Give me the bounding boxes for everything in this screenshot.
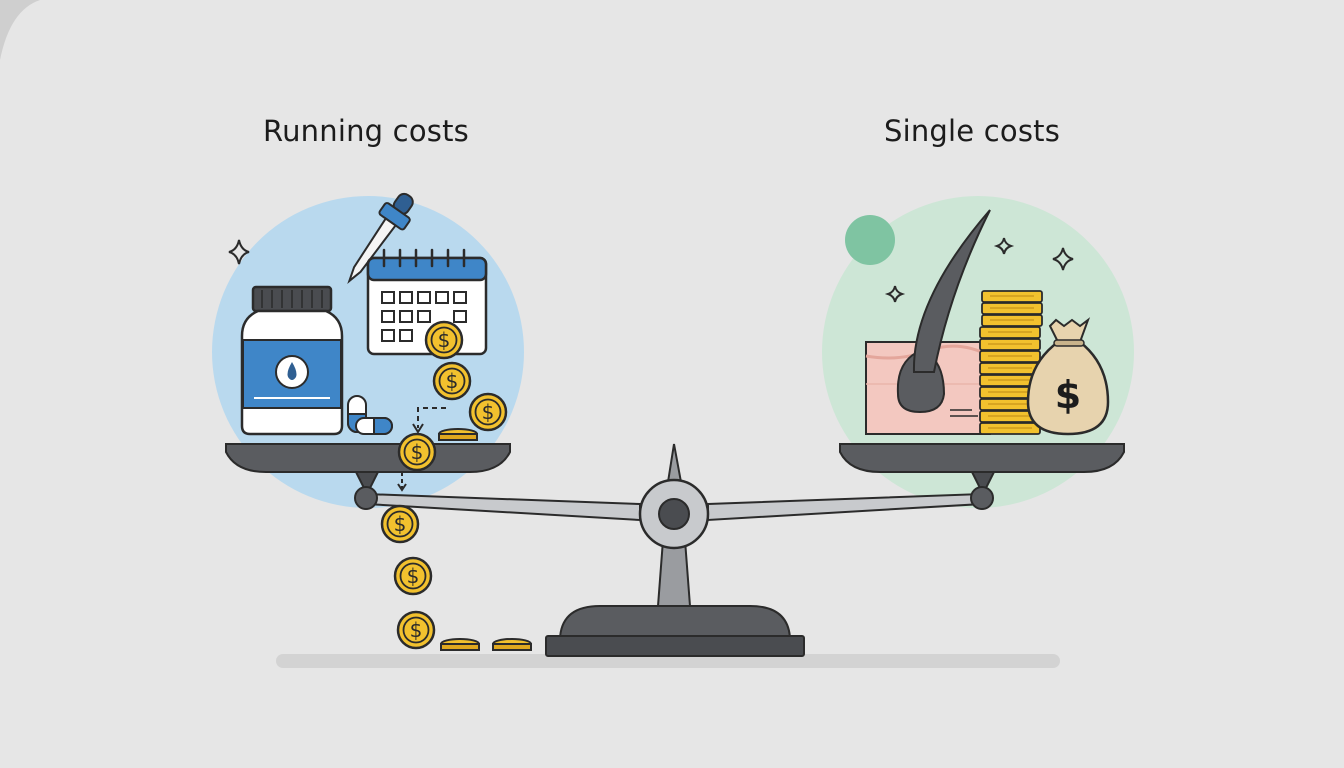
coin-symbol: $ <box>394 512 407 536</box>
coin-symbol: $ <box>438 328 451 352</box>
coin-symbol: $ <box>411 440 424 464</box>
corner-shade <box>0 0 40 60</box>
coin-symbol: $ <box>410 618 423 642</box>
capsule-icon <box>347 395 393 435</box>
single-costs-title: Single costs <box>883 114 1061 148</box>
money-bag-symbol: $ <box>1055 373 1081 417</box>
running-costs-title: Running costs <box>263 114 469 148</box>
green-dot <box>845 215 895 265</box>
dropper-icon <box>347 192 414 284</box>
hair-follicle-icon <box>865 209 991 435</box>
sparkle-icon <box>228 239 250 265</box>
money-bag-icon: $ <box>1026 317 1110 436</box>
coin-pile <box>438 428 478 441</box>
ground-shadow <box>276 654 1060 668</box>
coin-symbol: $ <box>482 400 495 424</box>
supplement-bottle-icon <box>240 285 344 436</box>
coin-symbol: $ <box>407 564 420 588</box>
balance-scale-icon <box>225 443 1125 657</box>
coin-symbol: $ <box>446 369 459 393</box>
sparkle-icon <box>884 237 1074 303</box>
falling-coins: $ $ $ $ $ $ $ <box>380 320 532 651</box>
dashed-arrow <box>417 407 446 428</box>
